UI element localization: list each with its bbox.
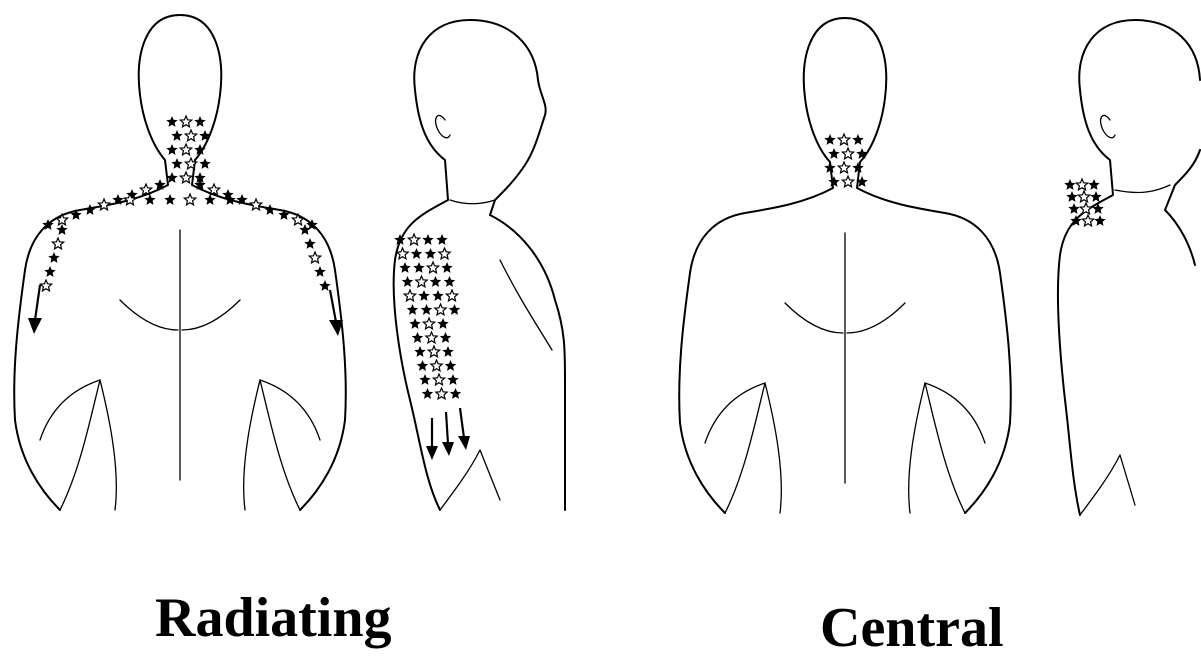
pain-star-marker (444, 276, 455, 287)
pain-star-marker (402, 276, 413, 287)
pain-star-marker (828, 176, 839, 187)
caption-central: Central (820, 600, 1004, 656)
pain-star-marker (421, 304, 432, 315)
pain-star-marker (319, 280, 330, 291)
pain-star-marker (1088, 179, 1099, 190)
pain-star-marker (412, 332, 423, 343)
pain-star-marker (264, 204, 275, 215)
figure-side-central (1058, 20, 1200, 515)
pain-star-marker (450, 388, 461, 399)
pain-star-marker (407, 304, 418, 315)
pain-star-marker (199, 158, 210, 169)
pain-star-marker (56, 214, 67, 225)
figure-back-central (679, 18, 1011, 513)
pain-star-marker (423, 318, 434, 329)
pain-star-marker (299, 224, 310, 235)
pain-star-marker (1078, 191, 1089, 202)
pain-star-marker (166, 144, 177, 155)
pain-star-marker (194, 116, 205, 127)
pain-star-marker (436, 388, 447, 399)
pain-stars-back-radiating (40, 116, 330, 291)
pain-star-marker (422, 388, 433, 399)
pain-star-marker (437, 318, 448, 329)
pain-star-marker (413, 262, 424, 273)
pain-star-marker (442, 346, 453, 357)
pain-star-marker (446, 290, 457, 301)
pain-star-marker (435, 304, 446, 315)
pain-star-marker (838, 134, 849, 145)
pain-star-marker (824, 134, 835, 145)
pain-star-marker (48, 252, 59, 263)
pain-star-marker (449, 304, 460, 315)
pain-star-marker (436, 234, 447, 245)
pain-star-marker (842, 148, 853, 159)
pain-star-marker (166, 116, 177, 127)
pain-star-marker (430, 276, 441, 287)
pain-star-marker (432, 290, 443, 301)
pain-star-marker (185, 130, 196, 141)
pain-star-marker (824, 162, 835, 173)
pain-star-marker (180, 172, 191, 183)
pain-star-marker (98, 199, 109, 210)
pain-star-marker (1064, 179, 1075, 190)
pain-star-marker (431, 360, 442, 371)
pain-star-marker (433, 374, 444, 385)
pain-star-marker (425, 248, 436, 259)
pain-star-marker (447, 374, 458, 385)
pain-star-marker (1076, 179, 1087, 190)
pain-star-marker (84, 204, 95, 215)
pain-star-marker (1094, 215, 1105, 226)
pain-star-marker (419, 374, 430, 385)
pain-star-marker (250, 199, 261, 210)
arrow-left-arm (28, 285, 42, 334)
pain-star-marker (445, 360, 456, 371)
pain-star-marker (404, 290, 415, 301)
pain-star-marker (422, 234, 433, 245)
pain-star-marker (416, 276, 427, 287)
pain-star-marker (441, 262, 452, 273)
pain-star-marker (1082, 215, 1093, 226)
pain-star-marker (1080, 203, 1091, 214)
pain-star-marker (399, 262, 410, 273)
pain-star-marker (418, 290, 429, 301)
pain-star-marker (164, 194, 175, 205)
pain-star-marker (409, 318, 420, 329)
pain-star-marker (852, 134, 863, 145)
pain-star-marker (171, 158, 182, 169)
pain-star-marker (408, 234, 419, 245)
pain-star-marker (427, 262, 438, 273)
pain-star-marker (40, 280, 51, 291)
pain-star-marker (52, 238, 63, 249)
pain-star-marker (44, 266, 55, 277)
pain-star-marker (171, 130, 182, 141)
pain-star-marker (1068, 203, 1079, 214)
pain-star-marker (180, 116, 191, 127)
pain-star-marker (842, 176, 853, 187)
pain-star-marker (439, 248, 450, 259)
pain-star-marker (411, 248, 422, 259)
figure-back-radiating (14, 15, 346, 510)
pain-star-marker (838, 162, 849, 173)
pain-star-marker (397, 248, 408, 259)
arrows-side-arm (426, 408, 470, 460)
pain-star-marker (314, 266, 325, 277)
pain-star-marker (180, 144, 191, 155)
pain-star-marker (184, 194, 195, 205)
pain-star-marker (428, 346, 439, 357)
pain-star-marker (426, 332, 437, 343)
pain-star-marker (417, 360, 428, 371)
pain-star-marker (828, 148, 839, 159)
caption-radiating: Radiating (155, 590, 392, 646)
pain-star-marker (1090, 191, 1101, 202)
pain-star-marker (292, 214, 303, 225)
pain-star-marker (309, 252, 320, 263)
pain-star-marker (856, 148, 867, 159)
pain-star-marker (304, 238, 315, 249)
pain-star-marker (440, 332, 451, 343)
pain-star-marker (1066, 191, 1077, 202)
pain-star-marker (414, 346, 425, 357)
